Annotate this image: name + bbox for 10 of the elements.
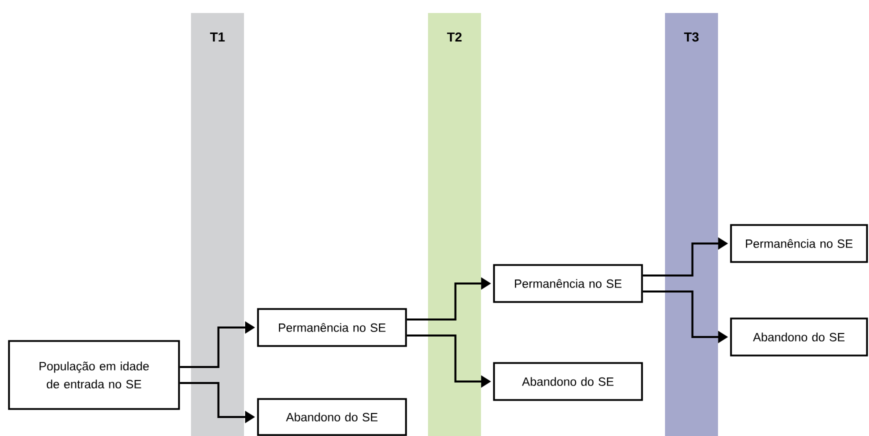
process-box: Permanência no SE (493, 264, 643, 303)
stage-label: T3 (684, 32, 699, 42)
process-box: Abandono do SE (257, 398, 407, 436)
process-box: População em idade de entrada no SE (8, 340, 180, 410)
stage-label: T2 (447, 32, 462, 42)
stage-label: T1 (210, 32, 225, 42)
process-box: Abandono do SE (730, 318, 868, 356)
process-box: Permanência no SE (257, 308, 407, 347)
process-box: Permanência no SE (730, 224, 868, 263)
process-box: Abandono do SE (493, 362, 643, 401)
